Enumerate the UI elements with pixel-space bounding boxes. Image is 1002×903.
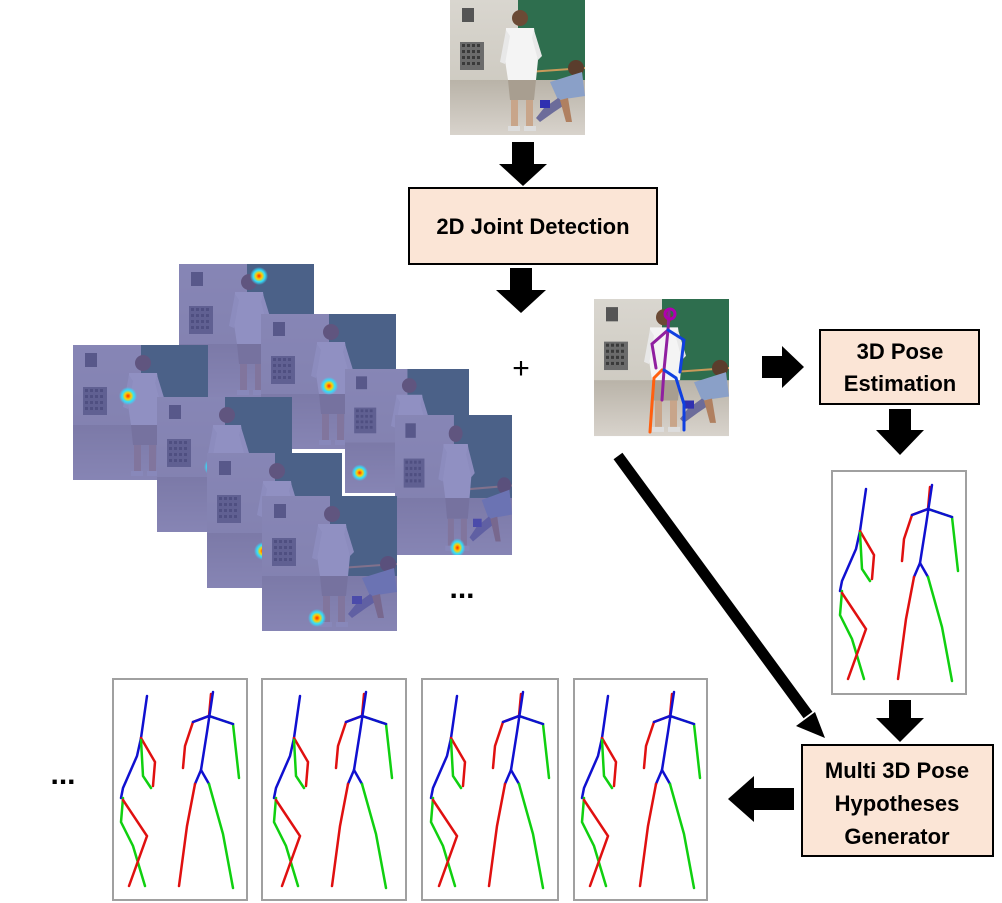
pose-2d-image	[592, 297, 731, 438]
right-arrow-1-icon	[762, 346, 804, 388]
down-arrow-1-icon	[499, 142, 547, 186]
left-arrow-icon	[728, 776, 794, 822]
down-arrow-2-icon	[496, 268, 546, 313]
pose-estimation-box: 3D Pose Estimation	[819, 329, 980, 405]
heatmap-stack: ...	[73, 264, 512, 631]
hypotheses-ellipsis: ...	[50, 758, 75, 791]
heatmap-8	[262, 496, 397, 631]
hypothesis-1	[112, 678, 248, 901]
pose-estimation-label-2: Estimation	[844, 371, 956, 396]
hypothesis-4	[573, 678, 708, 901]
joint-detection-label: 2D Joint Detection	[436, 214, 629, 239]
pose-estimation-label-1: 3D Pose	[857, 339, 944, 364]
joint-detection-box: 2D Joint Detection	[408, 187, 658, 265]
hypotheses-row: ...	[50, 678, 708, 901]
plus-sign: +	[512, 352, 530, 385]
down-arrow-3-icon	[876, 409, 924, 455]
heatmap-ellipsis: ...	[449, 572, 474, 605]
generator-label-2: Hypotheses	[835, 791, 960, 816]
heatmap-6	[395, 415, 512, 555]
generator-label-1: Multi 3D Pose	[825, 758, 969, 783]
diagonal-arrow-icon	[613, 452, 825, 738]
hypothesis-3	[421, 678, 559, 901]
generator-box: Multi 3D Pose Hypotheses Generator	[801, 744, 994, 857]
hypothesis-2	[261, 678, 407, 901]
generator-label-3: Generator	[844, 824, 950, 849]
down-arrow-4-icon	[876, 700, 924, 742]
pose-3d-result	[831, 470, 967, 695]
input-image	[449, 0, 586, 136]
